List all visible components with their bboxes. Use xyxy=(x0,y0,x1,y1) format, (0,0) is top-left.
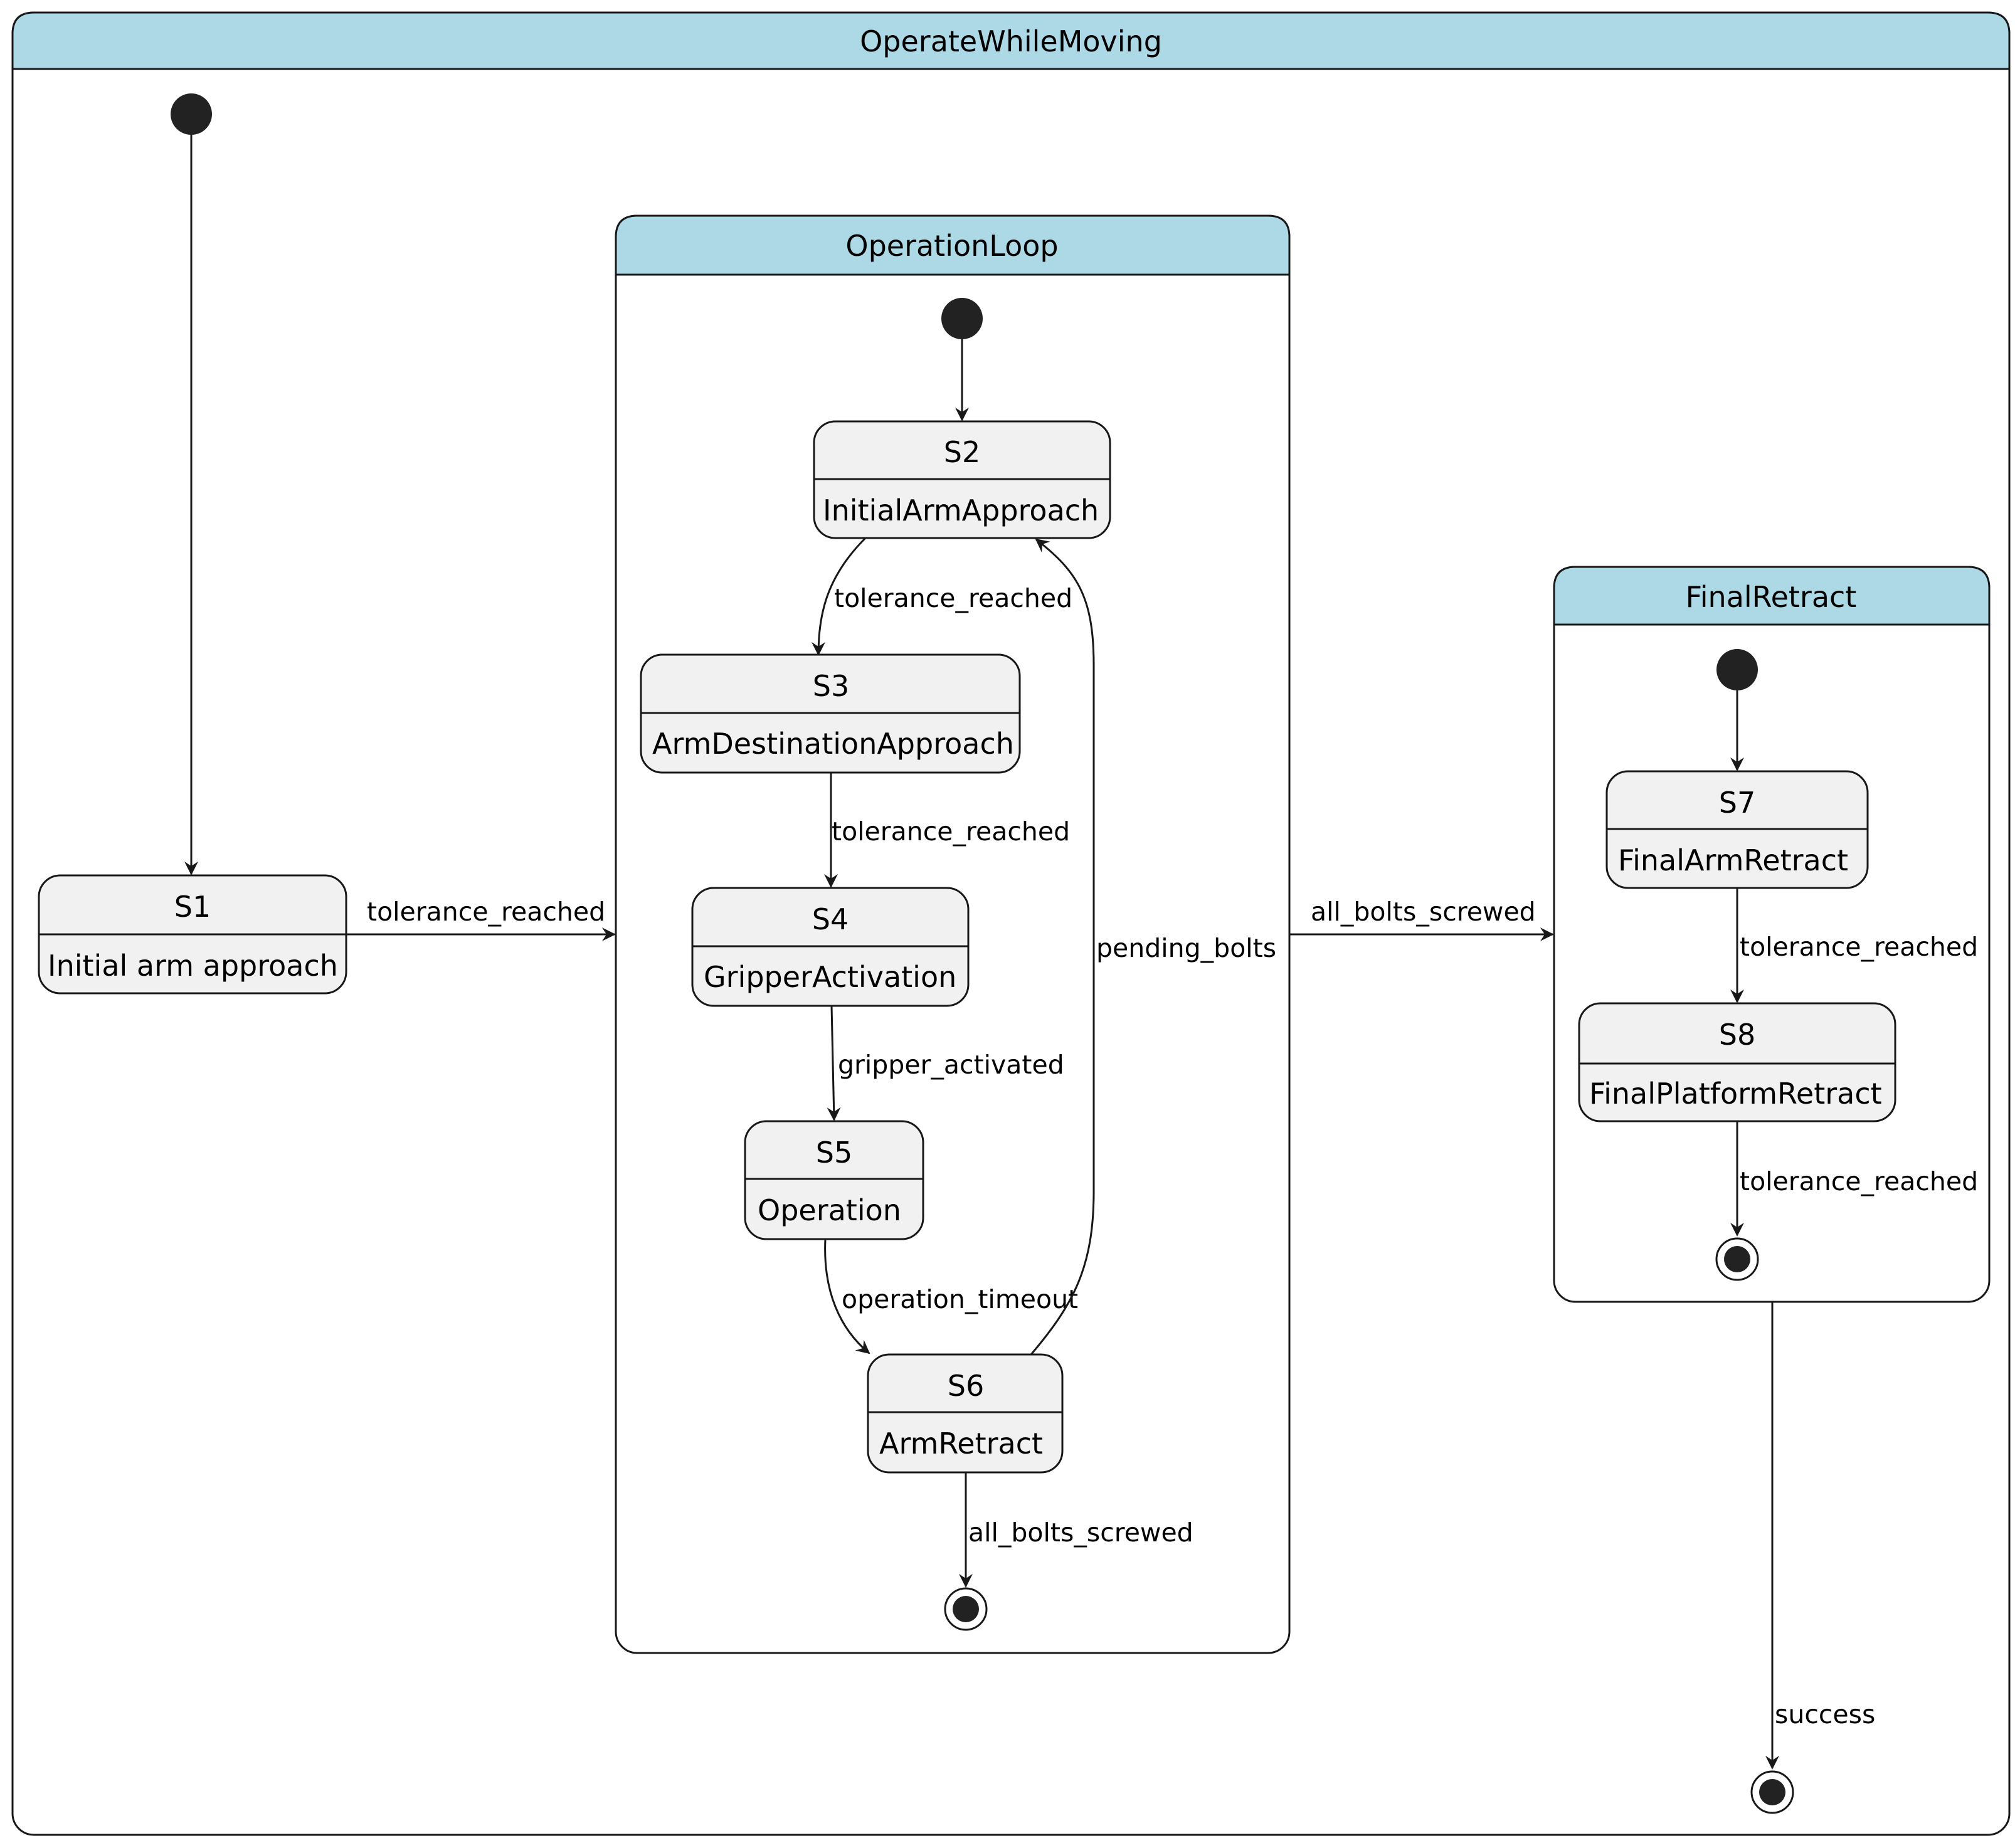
state-s1[interactable]: S1 Initial arm approach xyxy=(38,874,347,995)
edge-label-s4-to-s5: gripper_activated xyxy=(838,1050,1064,1080)
edge-label-s3-to-s4: tolerance_reached xyxy=(832,816,1070,847)
state-name-s8: S8 xyxy=(1719,1018,1755,1052)
final-node-loop xyxy=(944,1587,988,1631)
state-box xyxy=(744,1120,924,1240)
state-name-s3: S3 xyxy=(813,669,849,703)
state-s3[interactable]: S3 ArmDestinationApproach xyxy=(640,653,1021,774)
initial-node-outer xyxy=(171,93,212,135)
state-desc-s1: Initial arm approach xyxy=(48,949,338,983)
composite-title-finalretract: FinalRetract xyxy=(1686,580,1857,614)
state-desc-s8: FinalPlatformRetract xyxy=(1589,1077,1882,1111)
state-desc-s6: ArmRetract xyxy=(879,1427,1043,1460)
state-desc-s4: GripperActivation xyxy=(704,960,956,994)
edge-label-s6-to-end: all_bolts_screwed xyxy=(968,1518,1193,1548)
edge-s5-to-s6 xyxy=(824,1238,870,1354)
state-desc-s5: Operation xyxy=(758,1193,901,1227)
edge-s6-to-s2 xyxy=(1030,538,1095,1355)
composite-header xyxy=(11,11,2011,70)
composite-header xyxy=(1553,566,1991,626)
edge-label-s6-to-s2: pending_bolts xyxy=(1096,933,1276,963)
edge-s4-to-s5 xyxy=(827,1005,841,1121)
edge-s2-to-s3 xyxy=(812,537,867,656)
state-name-s1: S1 xyxy=(174,890,211,924)
state-s7[interactable]: S7 FinalArmRetract xyxy=(1605,770,1869,889)
edge-label-s5-to-s6: operation_timeout xyxy=(842,1284,1078,1314)
final-node-outer xyxy=(1750,1770,1794,1814)
edge-label-loop-to-final: all_bolts_screwed xyxy=(1311,897,1536,927)
initial-node-loop xyxy=(941,298,983,339)
final-node-finalretract xyxy=(1715,1237,1759,1281)
state-s6[interactable]: S6 ArmRetract xyxy=(867,1353,1064,1474)
state-desc-s3: ArmDestinationApproach xyxy=(652,727,1014,761)
state-s4[interactable]: S4 GripperActivation xyxy=(691,887,970,1007)
state-name-s5: S5 xyxy=(816,1136,852,1170)
state-s8[interactable]: S8 FinalPlatformRetract xyxy=(1578,1002,1896,1122)
edge-label-s2-to-s3: tolerance_reached xyxy=(834,583,1072,613)
state-name-s2: S2 xyxy=(944,435,980,469)
state-name-s7: S7 xyxy=(1719,786,1755,820)
state-desc-s2: InitialArmApproach xyxy=(823,494,1099,527)
state-desc-s7: FinalArmRetract xyxy=(1618,843,1848,877)
initial-node-final xyxy=(1716,649,1758,690)
edge-label-s1-to-loop: tolerance_reached xyxy=(367,897,605,927)
composite-title-operatewhilemoving: OperateWhileMoving xyxy=(860,24,1162,58)
state-s2[interactable]: S2 InitialArmApproach xyxy=(813,420,1111,539)
state-name-s4: S4 xyxy=(812,902,849,936)
state-name-s6: S6 xyxy=(948,1369,984,1403)
edge-label-s8-to-end: tolerance_reached xyxy=(1740,1166,1978,1196)
composite-header xyxy=(615,214,1291,276)
edge-label-success: success xyxy=(1775,1699,1875,1729)
edge-label-s7-to-s8: tolerance_reached xyxy=(1740,932,1978,962)
state-s5[interactable]: S5 Operation xyxy=(744,1120,924,1240)
composite-title-operationloop: OperationLoop xyxy=(845,229,1058,263)
